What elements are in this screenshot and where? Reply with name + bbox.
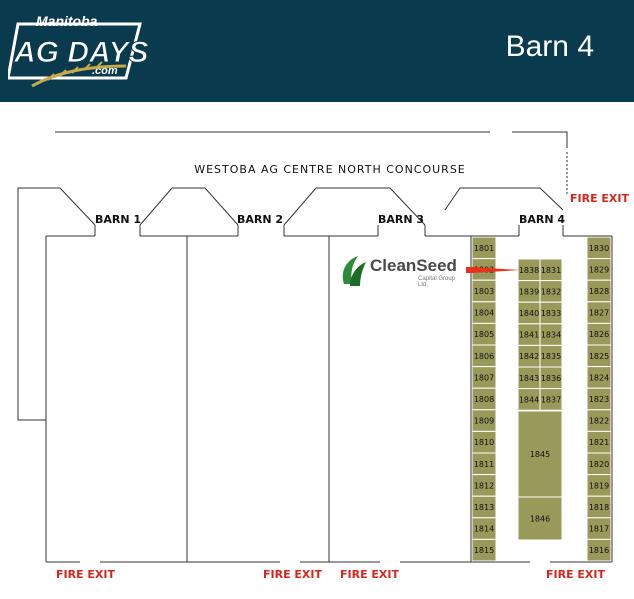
booth-label: 1830	[589, 244, 609, 253]
booth-label: 1832	[541, 287, 561, 296]
booth-label: 1820	[589, 460, 609, 469]
booth-label: 1834	[541, 331, 561, 340]
fire-exit-barn4: FIRE EXIT	[546, 568, 606, 581]
booth-label: 1846	[530, 515, 550, 524]
booth-1815[interactable]	[471, 538, 497, 562]
booth-label: 1841	[519, 331, 539, 340]
booth-label: 1805	[474, 330, 494, 339]
booth-label: 1803	[474, 287, 494, 296]
logo-top-text: Manitoba	[36, 13, 98, 29]
booth-label: 1810	[474, 438, 494, 447]
booth-label: 1824	[589, 373, 609, 382]
booth-label: 1811	[474, 460, 494, 469]
booth-label: 1836	[541, 374, 561, 383]
booth-label: 1812	[474, 481, 494, 490]
booth-label: 1809	[474, 417, 494, 426]
header-banner: Manitoba AG DAYS .com Barn 4	[0, 0, 634, 102]
ag-days-logo[interactable]: Manitoba AG DAYS .com	[8, 6, 148, 96]
booth-label: 1835	[541, 352, 561, 361]
booth-label: 1801	[474, 244, 494, 253]
booth-label: 1806	[474, 352, 494, 361]
booth-1837[interactable]	[539, 388, 563, 411]
fire-exit-north: FIRE EXIT	[570, 192, 630, 205]
highlight-arrow	[466, 267, 520, 273]
booth-label: 1842	[519, 352, 539, 361]
booth-label: 1804	[474, 309, 494, 318]
booth-label: 1815	[474, 546, 494, 555]
booth-label: 1831	[541, 266, 561, 275]
booth-label: 1829	[589, 265, 609, 274]
sponsor-subtitle: Capital Group Ltd.	[418, 276, 456, 288]
cleanseed-sponsor-logo[interactable]: CleanSeed Capital Group Ltd.	[340, 254, 465, 288]
fire-exit-barn3: FIRE EXIT	[340, 568, 400, 581]
barn-1-label: BARN 1	[95, 213, 141, 226]
booth-label: 1821	[589, 438, 609, 447]
leaf-icon	[342, 256, 366, 286]
booth-label: 1844	[519, 395, 539, 404]
booth-label: 1822	[589, 417, 609, 426]
booth-1846[interactable]	[517, 496, 563, 541]
booth-label: 1807	[474, 373, 494, 382]
fire-exit-barn1: FIRE EXIT	[56, 568, 116, 581]
booth-label: 1839	[519, 287, 539, 296]
concourse-label: WESTOBA AG CENTRE NORTH CONCOURSE	[194, 163, 466, 176]
booth-label: 1818	[589, 503, 609, 512]
booth-label: 1819	[589, 481, 609, 490]
booth-label: 1808	[474, 395, 494, 404]
booth-label: 1828	[589, 287, 609, 296]
sponsor-name: CleanSeed	[370, 256, 457, 275]
barn-2-label: BARN 2	[237, 213, 283, 226]
floor-map: WESTOBA AG CENTRE NORTH CONCOURSE BARN 1…	[17, 131, 630, 581]
booth-label: 1817	[589, 525, 609, 534]
booth-label: 1823	[589, 395, 609, 404]
booth-label: 1838	[519, 266, 539, 275]
booth-label: 1845	[530, 450, 550, 459]
booth-label: 1827	[589, 309, 609, 318]
booth-label: 1843	[519, 374, 539, 383]
logo-main-text: AG DAYS	[13, 36, 148, 69]
booth-label: 1840	[519, 309, 539, 318]
booth-label: 1825	[589, 352, 609, 361]
barn-3-label: BARN 3	[378, 213, 424, 226]
booth-label: 1816	[589, 546, 609, 555]
booth-1816[interactable]	[586, 538, 612, 562]
booth-label: 1837	[541, 395, 561, 404]
barn-4-label: BARN 4	[519, 213, 565, 226]
booth-label: 1826	[589, 330, 609, 339]
booth-label: 1833	[541, 309, 561, 318]
page-title: Barn 4	[505, 30, 594, 63]
fire-exit-barn2: FIRE EXIT	[263, 568, 323, 581]
booth-label: 1814	[474, 525, 494, 534]
booth-label: 1813	[474, 503, 494, 512]
